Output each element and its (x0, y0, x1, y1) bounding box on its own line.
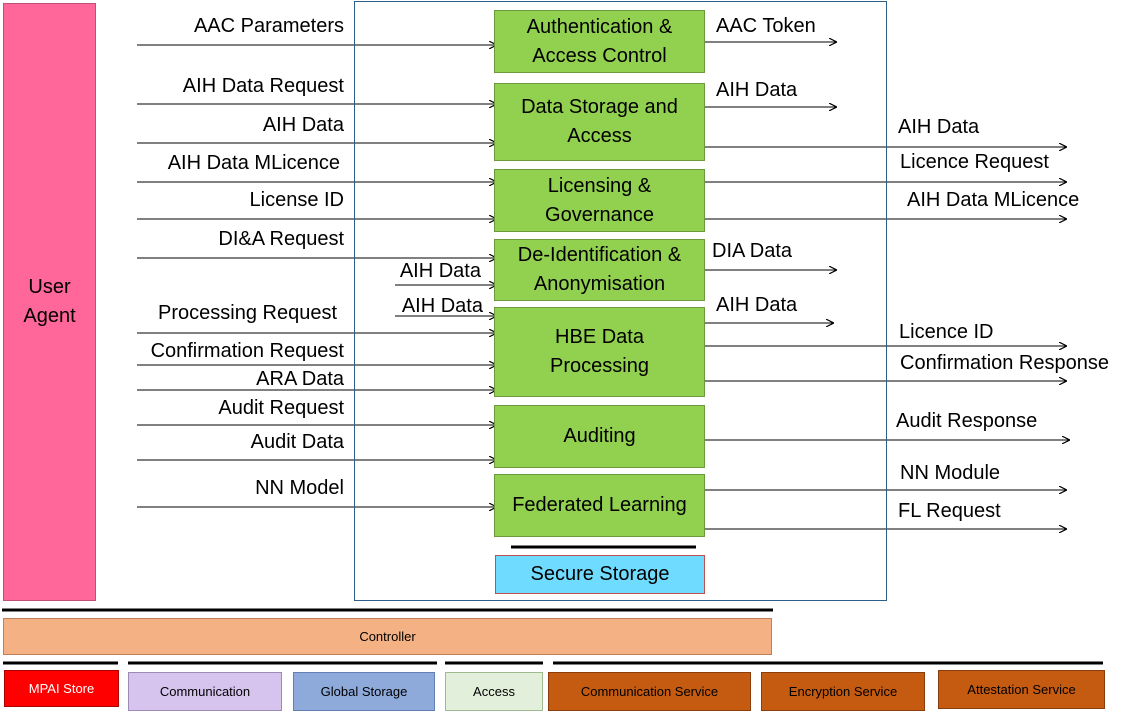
label-aih-data-dia-in: AIH Data (399, 260, 481, 282)
service-encryption-service: Encryption Service (761, 672, 925, 711)
label-aac-token: AAC Token (716, 15, 816, 37)
module-data-storage-access: Data Storage and Access (494, 83, 705, 161)
module-auditing: Auditing (494, 405, 705, 468)
label-aih-data-in: AIH Data (262, 114, 344, 136)
service-communication-service: Communication Service (548, 672, 751, 711)
label-dia-data: DIA Data (712, 240, 793, 262)
label-aih-data-mlicence-in: AIH Data MLicence (167, 152, 340, 174)
label-confirmation-response: Confirmation Response (900, 352, 1109, 374)
label-aih-data-request: AIH Data Request (182, 75, 344, 97)
label-aih-data-out-short: AIH Data (716, 79, 798, 101)
modules-frame (354, 1, 887, 601)
module-hbe-data-processing: HBE Data Processing (494, 307, 705, 397)
label-license-id-in: License ID (249, 189, 345, 211)
label-audit-request: Audit Request (218, 397, 344, 419)
label-audit-response: Audit Response (896, 410, 1038, 432)
module-de-identification-anonymisation: De-Identification & Anonymisation (494, 239, 705, 301)
user-agent-box: User Agent (3, 3, 96, 601)
short-output-arrows (705, 42, 836, 323)
label-ara-data: ARA Data (256, 368, 344, 390)
input-arrows (137, 45, 496, 507)
label-dia-request: DI&A Request (218, 228, 344, 250)
module-federated-learning: Federated Learning (494, 474, 705, 537)
controller-box: Controller (3, 618, 772, 655)
secure-storage-box: Secure Storage (495, 555, 705, 594)
service-global-storage: Global Storage (293, 672, 435, 711)
service-mpai-store: MPAI Store (4, 670, 119, 707)
label-licence-request: Licence Request (900, 151, 1049, 173)
label-fl-request: FL Request (898, 500, 1001, 522)
label-processing-request: Processing Request (158, 302, 337, 324)
label-aac-parameters: AAC Parameters (193, 15, 344, 37)
label-confirmation-request: Confirmation Request (150, 340, 344, 362)
label-aih-data-mlicence-out: AIH Data MLicence (907, 189, 1080, 211)
label-nn-module: NN Module (900, 462, 1001, 484)
service-access: Access (445, 672, 543, 711)
service-communication: Communication (128, 672, 282, 711)
service-attestation-service: Attestation Service (938, 670, 1105, 709)
label-aih-data-hbe-in: AIH Data (401, 295, 483, 317)
label-licence-id-out: Licence ID (899, 321, 994, 343)
module-licensing-governance: Licensing & Governance (494, 169, 705, 232)
long-output-arrows (705, 147, 1069, 529)
module-authentication-access-control: Authentication & Access Control (494, 10, 705, 73)
separator-bars (2, 545, 1103, 665)
label-audit-data: Audit Data (250, 431, 344, 453)
label-aih-data-out: AIH Data (898, 116, 980, 138)
label-aih-data-hbe-out: AIH Data (716, 294, 798, 316)
label-nn-model: NN Model (255, 477, 344, 499)
